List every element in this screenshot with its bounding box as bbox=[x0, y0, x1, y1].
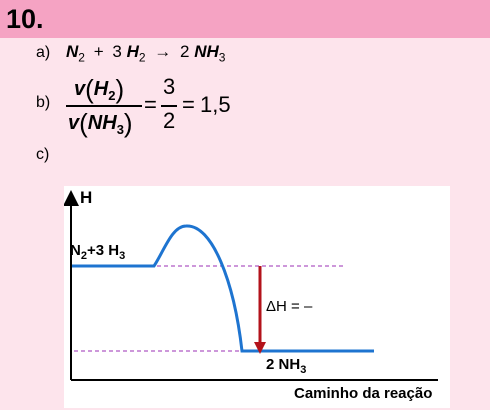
reactants-label: N2+3 H3 bbox=[70, 242, 126, 262]
product: NH bbox=[194, 42, 219, 61]
equals-sign: = bbox=[182, 92, 195, 117]
ratio-numerator: 3 bbox=[163, 74, 176, 99]
ratio-fraction-bar bbox=[161, 105, 177, 107]
delta-h-arrowhead bbox=[254, 342, 266, 354]
x-axis-label: Caminho da reação bbox=[294, 385, 433, 402]
rate-numerator: v(H2) bbox=[74, 74, 125, 104]
rate-denominator: v(NH3) bbox=[68, 108, 133, 138]
rate-ratio-expression: v(H2) v(NH3) = 3 2 = 1,5 bbox=[64, 74, 244, 138]
energy-diagram: H N2+3 H3 ΔH = – 2 NH3 Caminho da reação bbox=[64, 186, 450, 408]
fraction-bar bbox=[66, 105, 142, 107]
delta-h-label: ΔH = – bbox=[266, 298, 313, 315]
energy-diagram-svg bbox=[64, 190, 438, 381]
item-a-label: a) bbox=[36, 44, 51, 61]
ratio-denominator: 2 bbox=[163, 108, 176, 133]
energy-curve bbox=[72, 224, 374, 353]
reaction-arrow: → bbox=[154, 42, 172, 61]
y-axis-label: H bbox=[80, 188, 93, 207]
question-number: 10. bbox=[6, 4, 44, 34]
question-header: 10. bbox=[0, 0, 490, 38]
reaction-equation: N2 + 3 H2 → 2 NH3 bbox=[66, 42, 226, 65]
ratio-result: 1,5 bbox=[200, 92, 231, 117]
products-label: 2 NH3 bbox=[266, 356, 307, 376]
equals-sign: = bbox=[144, 92, 157, 117]
reactant1: N bbox=[66, 42, 79, 61]
item-c-label: c) bbox=[36, 146, 50, 163]
reactant2: H bbox=[126, 42, 139, 61]
item-b-label: b) bbox=[36, 94, 51, 111]
